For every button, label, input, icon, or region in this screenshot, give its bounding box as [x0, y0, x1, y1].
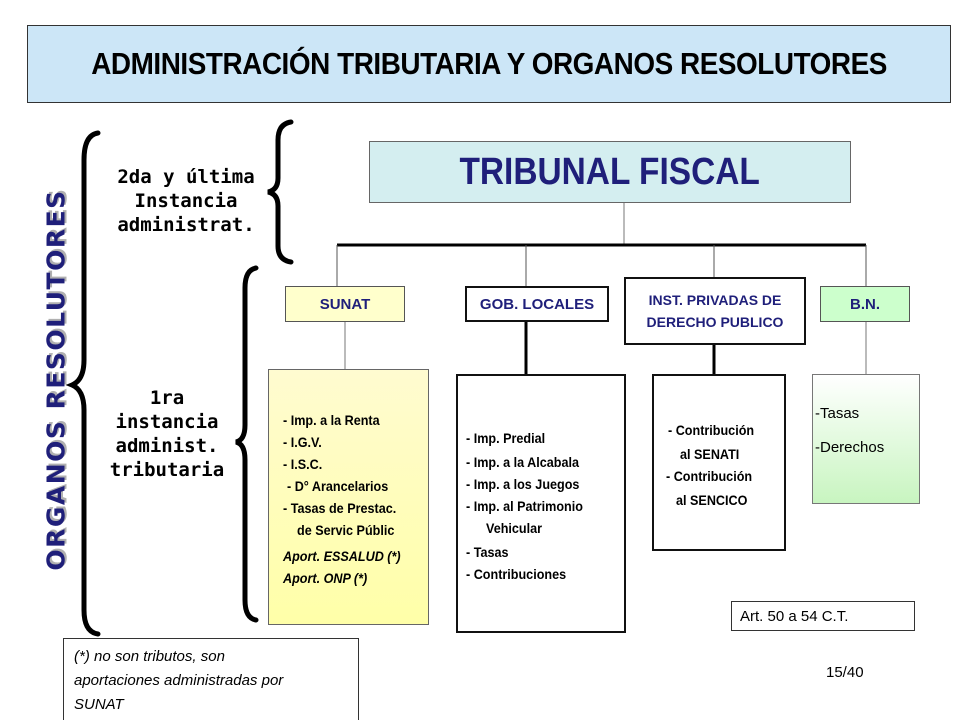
inst-item: - Contribución	[666, 468, 753, 484]
first-instance-line: instancia	[115, 411, 219, 433]
first-instance-line: administ.	[115, 435, 219, 457]
inst-item: al SENCICO	[676, 492, 748, 508]
inst-item: - Contribución	[668, 422, 755, 438]
second-instance-line: 2da y última	[117, 166, 255, 188]
sunat-item: Aport. ESSALUD (*)	[283, 548, 401, 564]
organos-resolutores-label: ORGANOS RESOLUTORES	[41, 189, 71, 571]
footnote-box: (*) no son tributos, son aportaciones ad…	[63, 638, 359, 720]
inst-privadas-box: INST. PRIVADAS DE DERECHO PUBLICO	[624, 277, 806, 345]
bn-item: -Tasas	[815, 405, 860, 422]
first-instance-brace	[235, 265, 259, 623]
sunat-label: SUNAT	[319, 295, 371, 313]
gob-item: - Imp. al Patrimonio	[466, 498, 583, 514]
inst-privadas-detail-box: - Contribución al SENATI - Contribución …	[652, 374, 786, 551]
footnote-line: aportaciones administradas por	[74, 672, 284, 689]
second-instance-brace	[267, 119, 294, 265]
second-instance-line: administrat.	[117, 214, 255, 236]
sunat-item: - Imp. a la Renta	[283, 412, 380, 428]
article-reference-box: Art. 50 a 54 C.T.	[731, 601, 915, 631]
first-instance-line: 1ra	[149, 387, 185, 409]
inst-privadas-label-line: INST. PRIVADAS DE	[648, 292, 782, 308]
footnote-line: SUNAT	[74, 696, 124, 713]
page-title: ADMINISTRACIÓN TRIBUTARIA Y ORGANOS RESO…	[91, 46, 887, 81]
bn-box: B.N.	[820, 286, 910, 322]
sunat-item: Aport. ONP (*)	[283, 570, 368, 586]
sunat-item: - I.G.V.	[283, 434, 322, 450]
gob-item: - Imp. Predial	[466, 430, 546, 446]
gob-locales-box: GOB. LOCALES	[465, 286, 609, 322]
second-instance-label: 2da y última Instancia administrat.	[96, 165, 276, 237]
footnote-line: (*) no son tributos, son	[74, 648, 225, 665]
gob-item: - Imp. a la Alcabala	[466, 454, 579, 470]
sunat-box: SUNAT	[285, 286, 405, 322]
bn-item: -Derechos	[815, 439, 885, 456]
sunat-item: de Servic Públic	[297, 522, 395, 538]
gob-item: - Tasas	[466, 544, 509, 560]
article-reference: Art. 50 a 54 C.T.	[740, 607, 849, 625]
sunat-item: - I.S.C.	[283, 456, 323, 472]
first-instance-line: tributaria	[109, 459, 225, 481]
gob-item: Vehicular	[486, 520, 543, 536]
tribunal-fiscal-box: TRIBUNAL FISCAL	[369, 141, 851, 203]
tribunal-fiscal-label: TRIBUNAL FISCAL	[459, 150, 761, 193]
first-instance-label: 1ra instancia administ. tributaria	[92, 386, 242, 482]
page-number: 15/40	[826, 664, 864, 681]
gob-locales-detail-box: - Imp. Predial - Imp. a la Alcabala - Im…	[456, 374, 626, 633]
bn-label: B.N.	[850, 295, 880, 313]
organos-brace	[65, 130, 101, 637]
gob-locales-label: GOB. LOCALES	[479, 295, 595, 313]
gob-item: - Imp. a los Juegos	[466, 476, 580, 492]
sunat-item: - Tasas de Prestac.	[283, 500, 397, 516]
bn-detail-box: -Tasas -Derechos	[812, 374, 920, 504]
sunat-item: - D° Arancelarios	[287, 478, 389, 494]
sunat-detail-box: - Imp. a la Renta - I.G.V. - I.S.C. - D°…	[268, 369, 429, 625]
inst-privadas-label-line: DERECHO PUBLICO	[646, 314, 784, 330]
gob-item: - Contribuciones	[466, 566, 567, 582]
second-instance-line: Instancia	[134, 190, 238, 212]
inst-item: al SENATI	[680, 446, 740, 462]
title-banner: ADMINISTRACIÓN TRIBUTARIA Y ORGANOS RESO…	[27, 25, 951, 103]
